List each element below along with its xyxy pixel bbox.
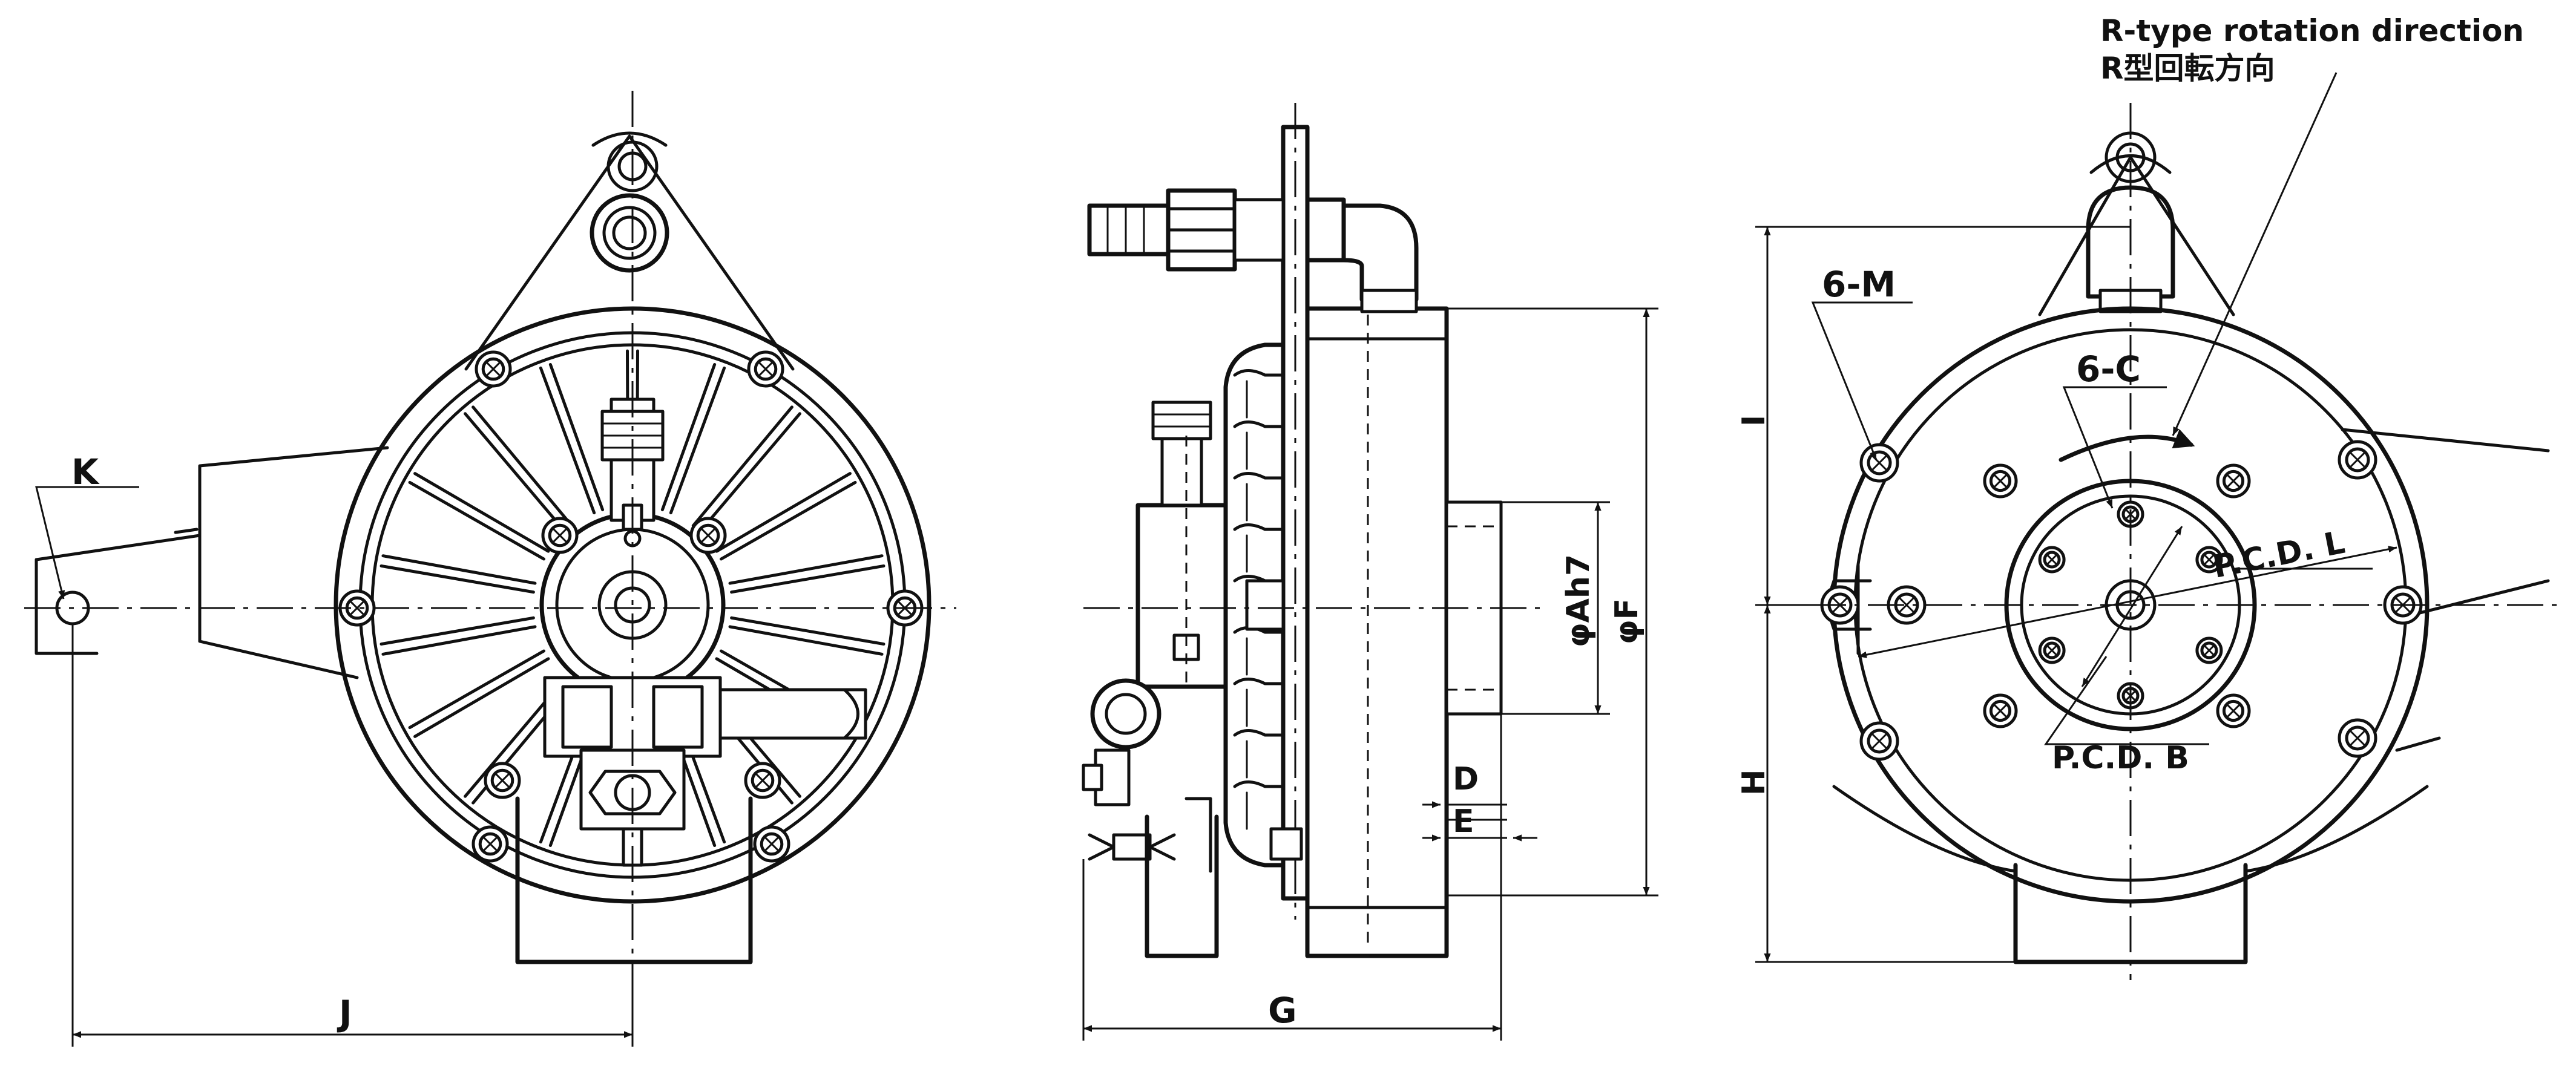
label-j: J — [337, 993, 352, 1034]
label-h: H — [1736, 769, 1772, 796]
rib — [691, 405, 801, 534]
rib — [408, 472, 550, 561]
bolt — [2038, 636, 2066, 664]
rotation-caption-ja: R型回転方向 — [2100, 51, 2275, 86]
rib — [408, 649, 550, 738]
bolt — [2338, 440, 2377, 480]
back-view — [1810, 103, 2560, 980]
bolt — [753, 825, 790, 863]
bolt — [1859, 721, 1899, 761]
rib — [660, 363, 726, 515]
label-6m: 6-M — [1822, 264, 1896, 305]
bolt — [2195, 636, 2223, 664]
rib — [728, 616, 886, 656]
label-g: G — [1268, 990, 1297, 1031]
label-i: I — [1736, 415, 1772, 427]
bolt — [747, 350, 784, 388]
bolt — [1983, 463, 2018, 499]
bolt — [744, 762, 781, 799]
dimension-lines — [35, 72, 2397, 1047]
side-view — [1082, 103, 1543, 958]
rib — [728, 554, 886, 594]
bolt — [2038, 546, 2066, 574]
bolt — [2338, 718, 2377, 758]
bolt — [475, 350, 512, 388]
bolt — [472, 825, 509, 863]
bolt — [2216, 693, 2251, 728]
bolt — [484, 762, 521, 799]
rotation-caption-en: R-type rotation direction — [2100, 13, 2524, 48]
bolt — [689, 517, 727, 554]
rib — [380, 616, 537, 656]
label-phi-f: φF — [1609, 598, 1645, 644]
label-6c: 6-C — [2076, 348, 2141, 390]
rib — [464, 405, 574, 534]
label-k: K — [71, 451, 100, 492]
bolt — [1859, 443, 1899, 483]
label-phi-a: φAh7 — [1560, 554, 1597, 647]
bolt — [541, 517, 579, 554]
bolt — [2216, 463, 2251, 499]
front-view — [24, 91, 956, 1047]
bolt — [338, 589, 376, 627]
label-pcd-b: P.C.D. B — [2052, 740, 2189, 776]
rib — [380, 554, 537, 594]
rib — [715, 472, 857, 561]
label-e: E — [1453, 803, 1474, 840]
bolt — [1983, 693, 2018, 728]
rib — [539, 363, 605, 515]
label-d: D — [1453, 761, 1479, 797]
